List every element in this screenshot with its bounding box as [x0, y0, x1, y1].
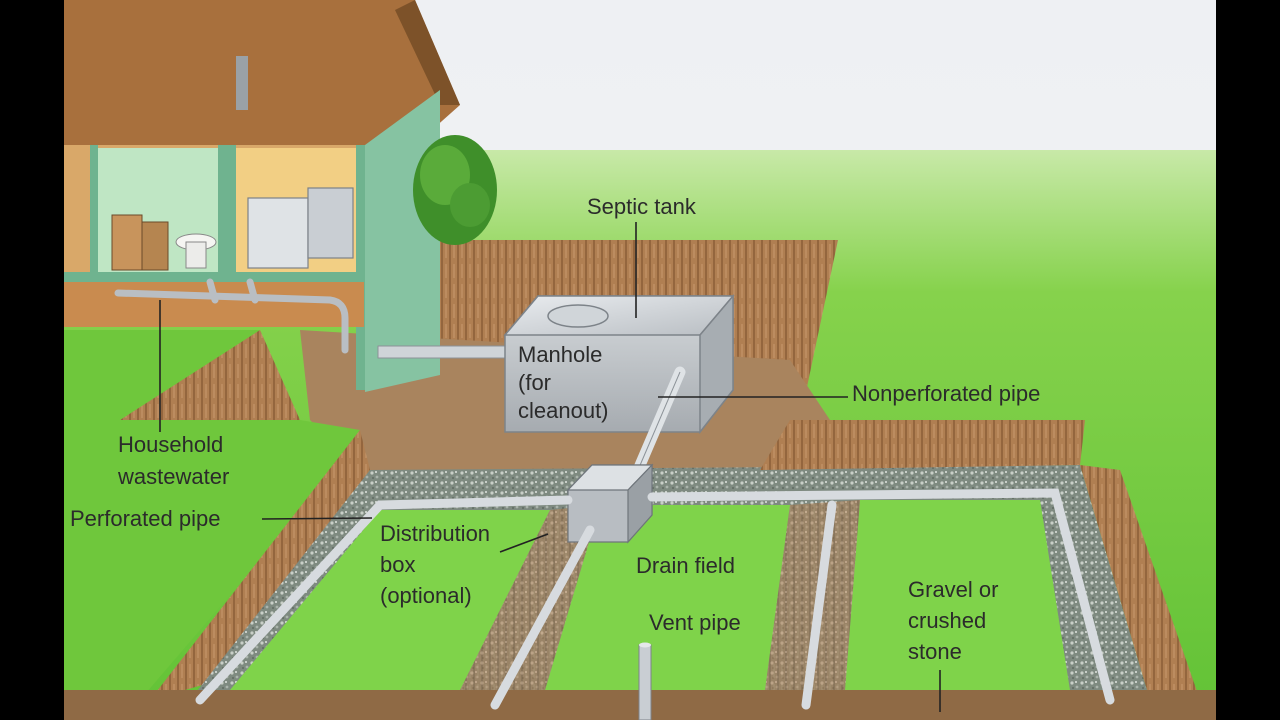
label-distribution-line1: Distribution	[380, 521, 490, 546]
dryer	[307, 187, 354, 259]
label-manhole-line2: (for	[518, 370, 551, 395]
label-perforated-pipe: Perforated pipe	[70, 506, 220, 531]
label-household-line2: wastewater	[117, 464, 229, 489]
left-trench-wall	[150, 430, 370, 700]
vanity-cabinet	[111, 214, 143, 271]
label-household-line1: Household	[118, 432, 223, 457]
house	[64, 0, 460, 392]
label-nonperforated-pipe: Nonperforated pipe	[852, 381, 1040, 406]
household-drain-pipes	[114, 278, 349, 354]
label-distribution-line3: (optional)	[380, 583, 472, 608]
soil-band-1	[460, 505, 600, 690]
shrub	[413, 135, 497, 245]
grass-strip-2	[545, 505, 790, 690]
label-manhole-line1: Manhole	[518, 342, 602, 367]
grass-strip-3	[845, 500, 1070, 690]
front-soil-edge	[760, 420, 1085, 470]
roof	[64, 0, 460, 145]
label-vent-pipe: Vent pipe	[649, 610, 741, 635]
left-letterbox	[0, 0, 64, 720]
label-gravel-line1: Gravel or	[908, 577, 998, 602]
vent-pipe	[638, 644, 652, 720]
left-soil-cut	[120, 330, 300, 420]
label-drain-field: Drain field	[636, 553, 735, 578]
grass-strip-1	[230, 510, 550, 690]
left-lawn	[64, 330, 360, 700]
right-letterbox	[1216, 0, 1280, 720]
right-trench-wall	[1080, 465, 1200, 700]
label-distribution-line2: box	[380, 552, 415, 577]
label-manhole-line3: cleanout)	[518, 398, 609, 423]
manhole-lid	[547, 304, 609, 328]
septic-tank	[503, 293, 735, 435]
roof-edge	[395, 0, 460, 105]
label-gravel-line3: stone	[908, 639, 962, 664]
perforated-pipes	[195, 488, 1115, 710]
roof-vent-stack	[236, 56, 248, 110]
label-gravel-line2: crushed	[908, 608, 986, 633]
inlet-pipe	[377, 345, 509, 359]
washing-machine	[247, 197, 309, 269]
soil-band-2	[765, 500, 860, 690]
house-floor	[64, 272, 364, 282]
distribution-box	[566, 463, 654, 544]
leader-lines	[159, 222, 941, 712]
label-septic-tank: Septic tank	[587, 194, 697, 219]
